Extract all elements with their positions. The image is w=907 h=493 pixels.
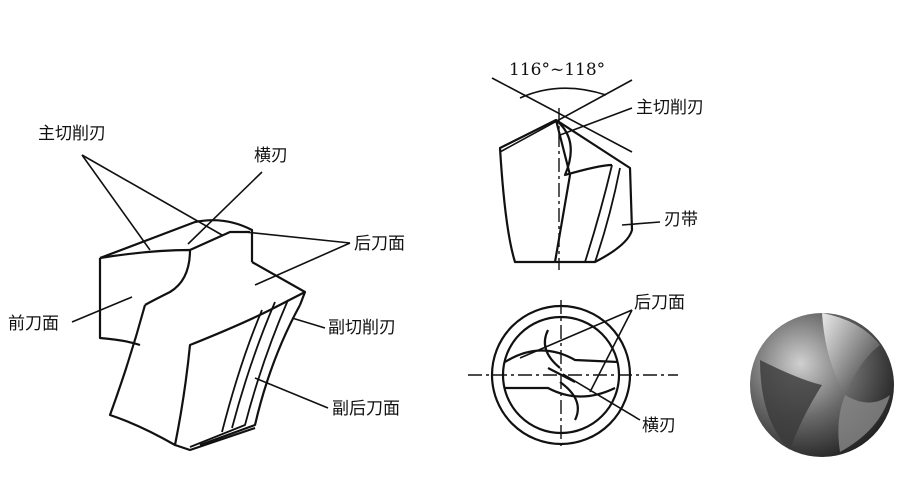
leader-main-edge-2 xyxy=(81,154,223,236)
left-drill-drawing xyxy=(98,219,307,452)
side-body-outline xyxy=(498,118,634,264)
right-end-leaders xyxy=(519,309,641,421)
right-drill-end-view xyxy=(468,300,678,450)
end-chisel-edge xyxy=(547,367,576,383)
leader-rake-face xyxy=(71,296,133,323)
label-flank-face-left: 后刀面 xyxy=(354,234,405,254)
label-minor-cutting-edge-left: 副切削刃 xyxy=(328,318,396,338)
side-flute-curve xyxy=(555,119,613,177)
leader-minor-flank xyxy=(254,377,329,409)
end-flute-right xyxy=(559,381,579,421)
end-land-top xyxy=(504,349,619,364)
leader-flank-1 xyxy=(244,231,351,244)
left-bottom-edge xyxy=(174,426,256,452)
end-land-bottom xyxy=(505,386,616,398)
label-minor-flank-face-left: 副后刀面 xyxy=(332,399,400,419)
label-point-angle: 116°~118° xyxy=(509,60,606,80)
label-flank-face-right: 后刀面 xyxy=(634,293,685,313)
leader-side-main-edge xyxy=(559,107,633,136)
photo-lower-face xyxy=(838,395,890,452)
leader-end-chisel xyxy=(562,373,641,421)
label-rake-face-left: 前刀面 xyxy=(8,314,59,334)
label-chisel-edge-left: 横刃 xyxy=(254,146,288,166)
leader-end-flank-1 xyxy=(519,309,633,359)
leader-minor-edge xyxy=(291,317,326,329)
side-tip-face xyxy=(553,119,572,263)
label-chisel-edge-right: 横刃 xyxy=(642,416,676,436)
left-flank-outline xyxy=(251,261,307,306)
left-margin-strip-1 xyxy=(199,304,301,447)
left-top-outline xyxy=(99,219,254,262)
label-margin-right: 刃带 xyxy=(664,210,698,230)
leader-flank-2 xyxy=(254,242,351,286)
left-center-edge xyxy=(189,230,250,252)
left-leader-lines xyxy=(71,154,351,409)
left-margin-strip-3 xyxy=(231,301,276,429)
left-rake-top xyxy=(99,248,192,306)
angle-arc xyxy=(519,87,607,99)
leader-end-flank-2 xyxy=(589,309,633,393)
end-flute-left xyxy=(543,329,561,369)
angle-line-right xyxy=(499,79,633,153)
leader-chisel-edge xyxy=(187,171,263,245)
rake-face-outline xyxy=(98,258,141,347)
left-flute-body xyxy=(108,291,306,447)
angle-line-left xyxy=(491,77,633,153)
side-margin-1 xyxy=(584,164,613,263)
left-margin-strip-2 xyxy=(189,299,289,448)
side-margin-2 xyxy=(594,167,621,263)
drill-tip-photo xyxy=(750,313,894,457)
leader-main-edge-1 xyxy=(81,154,151,251)
right-side-leaders xyxy=(559,107,661,226)
leader-margin xyxy=(621,221,661,226)
right-drill-side-view xyxy=(491,77,634,270)
label-main-cutting-edge-left: 主切削刃 xyxy=(38,124,106,144)
photo-flank-highlight xyxy=(822,313,880,395)
left-margin-strip-4 xyxy=(221,309,263,433)
label-main-cutting-edge-right: 主切削刃 xyxy=(636,98,704,118)
photo-flute-shadow xyxy=(760,360,822,450)
